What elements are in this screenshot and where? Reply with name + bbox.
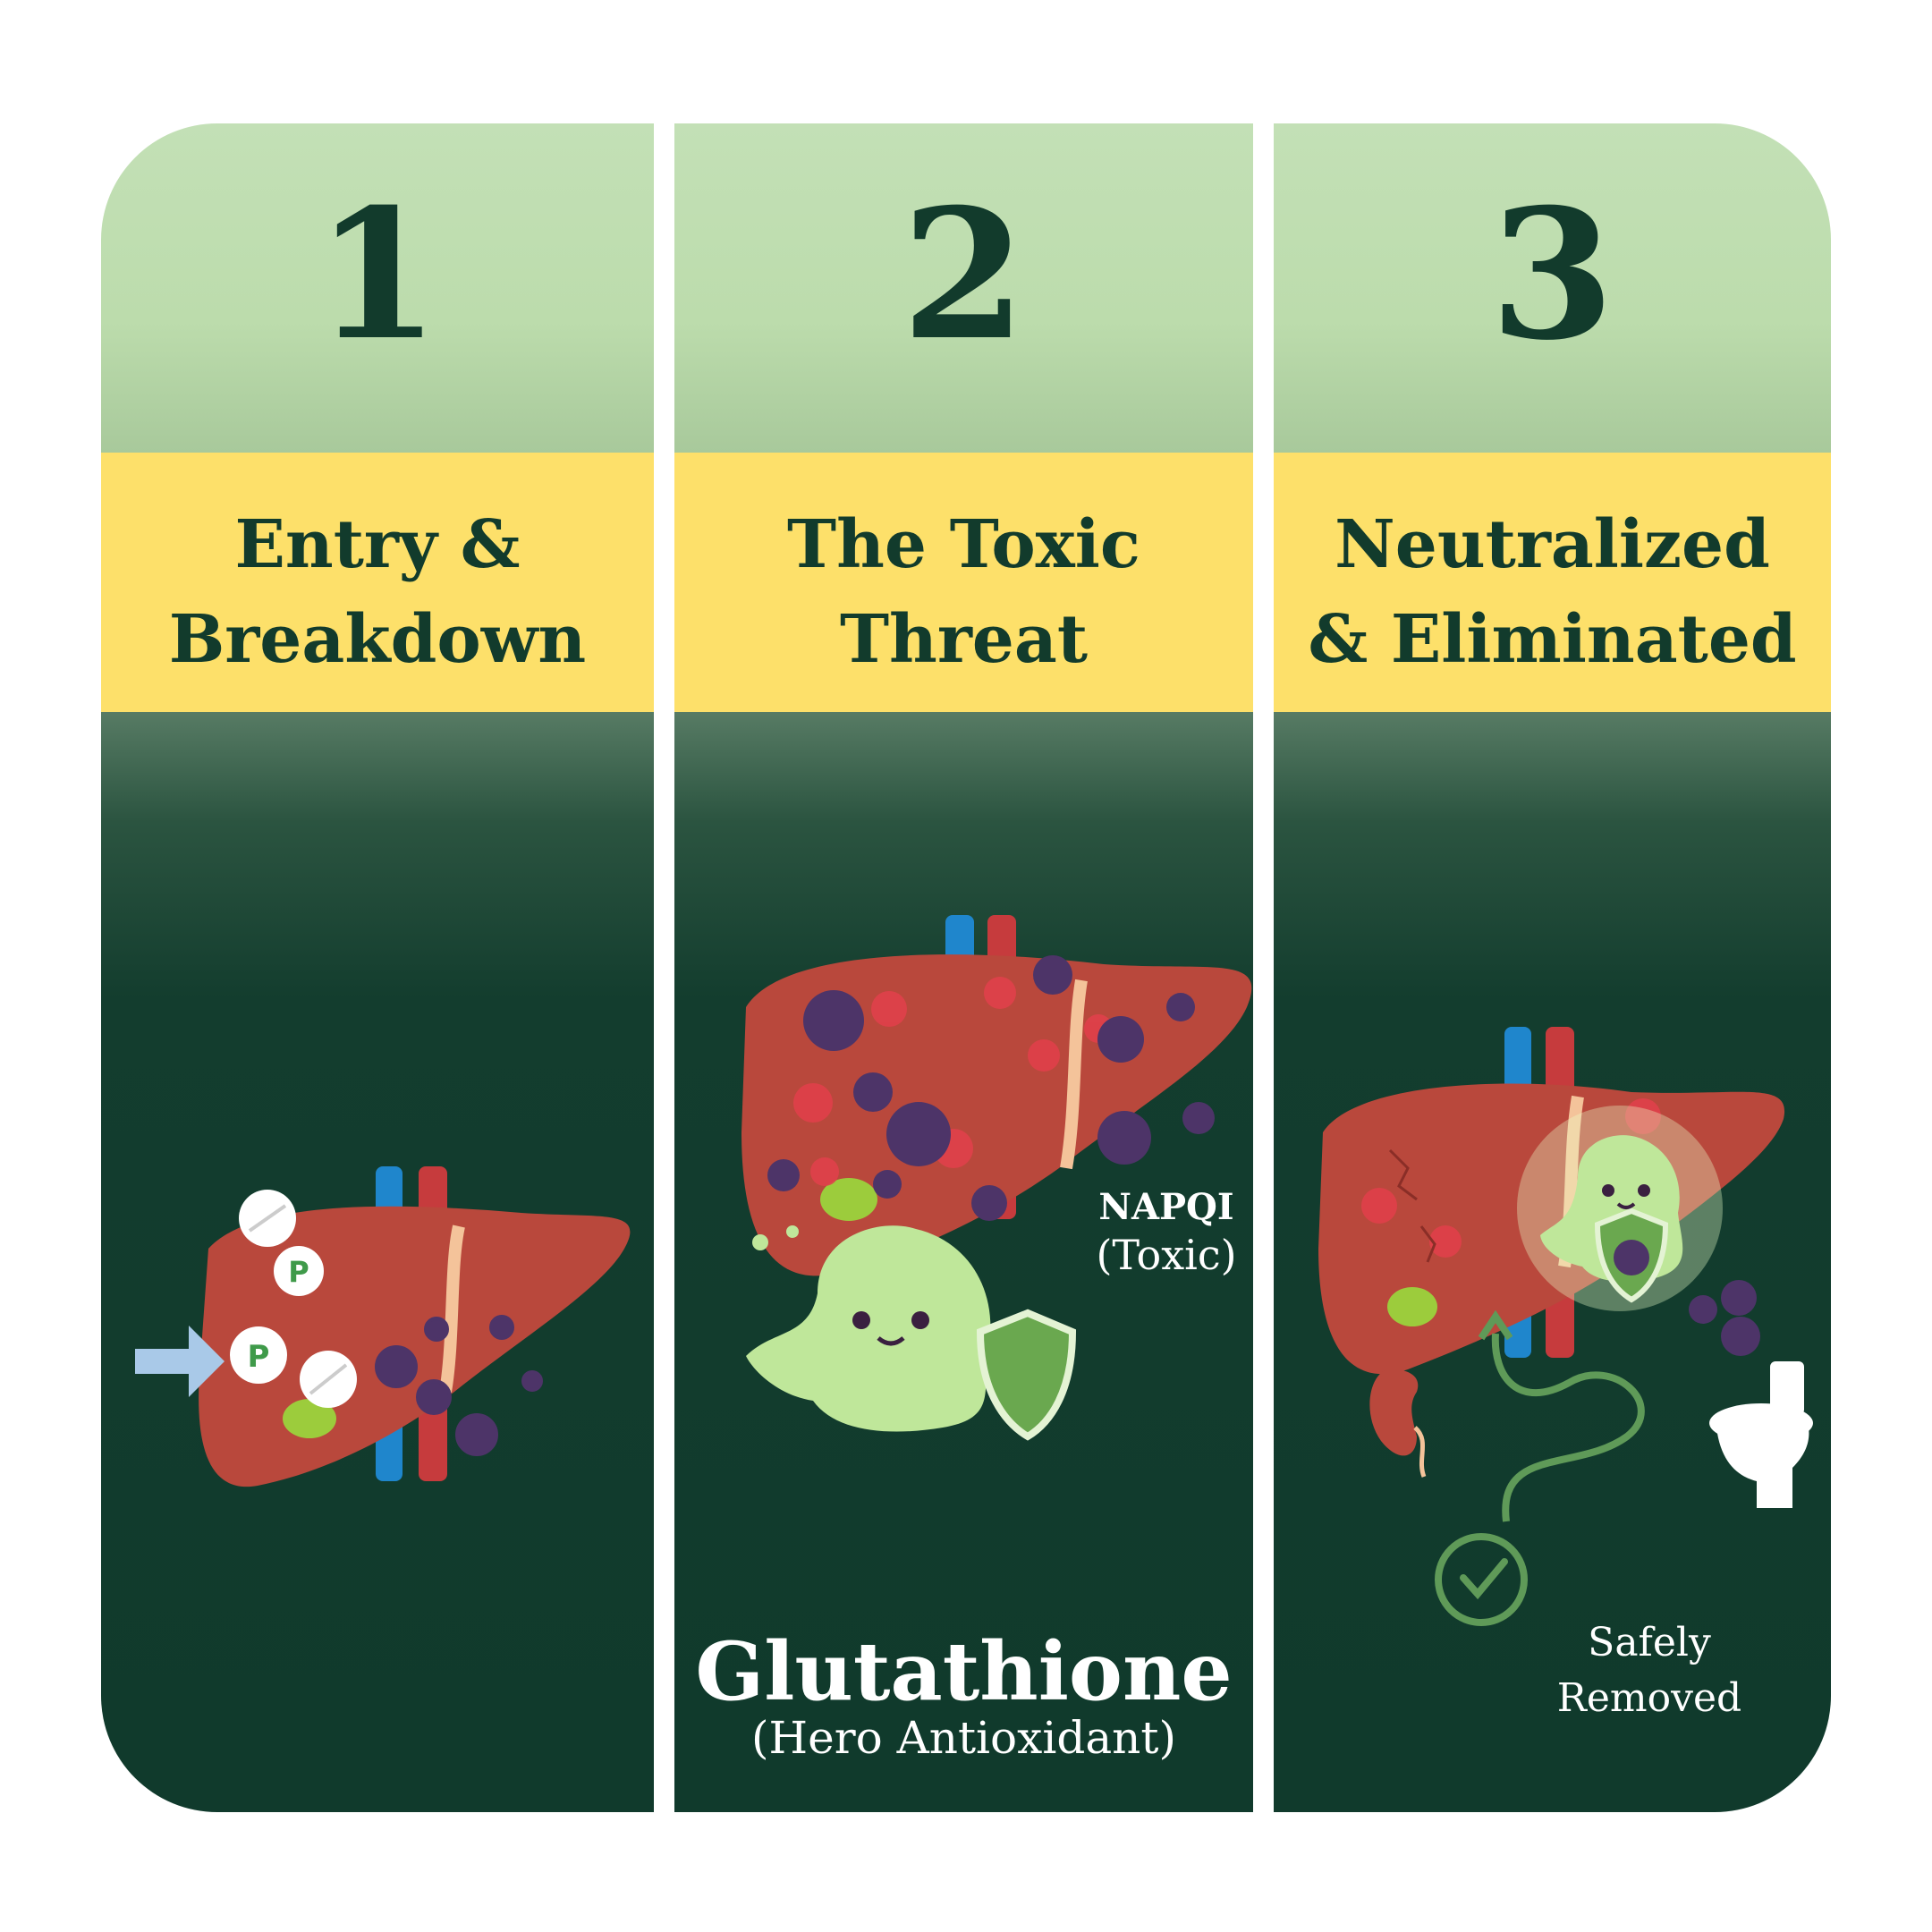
step-1-panel: 1 Entry & Breakdown xyxy=(101,123,654,1812)
napqi-label: NAPQI xyxy=(1098,1186,1234,1228)
virus-icon xyxy=(1166,993,1195,1021)
step-2-title: The Toxic Threat xyxy=(674,497,1253,687)
blood-cell-icon xyxy=(1625,1098,1661,1134)
virus-icon xyxy=(1182,1102,1215,1134)
step-1-title-line1: Entry & xyxy=(234,506,521,583)
virus-icon xyxy=(1033,955,1072,995)
step-1-title: Entry & Breakdown xyxy=(101,497,654,687)
virus-icon xyxy=(971,1185,1007,1221)
virus-icon xyxy=(767,1159,800,1191)
step-3-number-band: 3 xyxy=(1274,123,1831,453)
step-3-title-band: Neutralized & Eliminated xyxy=(1274,453,1831,712)
step-3-title: Neutralized & Eliminated xyxy=(1274,497,1831,687)
step-2-title-band: The Toxic Threat xyxy=(674,453,1253,712)
step-1-illustration: P P xyxy=(135,1166,631,1487)
step-3-title-line1: Neutralized xyxy=(1335,506,1770,583)
step-1-title-band: Entry & Breakdown xyxy=(101,453,654,712)
step-2-number-band: 2 xyxy=(674,123,1253,453)
virus-icon xyxy=(489,1315,514,1340)
step-2-illustration xyxy=(741,915,1252,1441)
safely-removed-label: Safely Removed xyxy=(1506,1615,1792,1726)
blood-cell-icon xyxy=(871,991,907,1027)
shield-icon xyxy=(976,1309,1077,1441)
virus-icon xyxy=(1721,1317,1760,1356)
blood-cell-icon xyxy=(793,1083,833,1123)
virus-icon xyxy=(873,1170,902,1199)
virus-icon xyxy=(416,1379,452,1415)
step-2-illustration-area: NAPQI (Toxic) Glutathione (Hero Antioxid… xyxy=(674,712,1253,1812)
step-3-illustration-area: Safely Removed xyxy=(1274,712,1831,1812)
virus-icon xyxy=(803,990,864,1051)
gallbladder-icon xyxy=(820,1178,877,1221)
toilet-icon xyxy=(1709,1361,1813,1508)
step-2-number: 2 xyxy=(901,170,1027,380)
step-1-illustration-area: P P xyxy=(101,712,654,1812)
virus-icon xyxy=(424,1317,449,1342)
virus-icon xyxy=(853,1072,893,1112)
glutathione-hero-icon xyxy=(746,1225,991,1432)
safely-removed-line1: Safely xyxy=(1588,1620,1711,1665)
crack-icon xyxy=(1388,1148,1418,1201)
virus-icon xyxy=(375,1345,418,1388)
step-1-title-line2: Breakdown xyxy=(168,601,587,678)
virus-icon xyxy=(455,1413,498,1456)
pill-letter: P xyxy=(288,1255,309,1289)
virus-icon xyxy=(1614,1240,1649,1275)
pill-icon: P xyxy=(230,1326,287,1384)
pill-icon: P xyxy=(274,1246,324,1296)
step-3-number: 3 xyxy=(1489,170,1615,380)
pill-icon xyxy=(239,1190,296,1247)
safely-removed-line2: Removed xyxy=(1556,1675,1742,1721)
step-2-title-line2: Threat xyxy=(839,601,1089,678)
virus-icon xyxy=(521,1370,543,1392)
crack-icon xyxy=(1419,1225,1436,1263)
step-2-title-line1: The Toxic xyxy=(787,506,1140,583)
step-2-panel: 2 The Toxic Threat xyxy=(674,123,1253,1812)
step-3-illustration xyxy=(1318,1027,1813,1626)
pill-letter: P xyxy=(248,1339,270,1375)
blood-cell-icon xyxy=(1361,1188,1397,1224)
virus-icon xyxy=(1689,1295,1717,1324)
kidney-icon xyxy=(1369,1368,1419,1456)
blood-cell-icon xyxy=(984,977,1016,1009)
step-3-title-line2: & Eliminated xyxy=(1308,601,1797,678)
virus-icon xyxy=(886,1102,951,1166)
step-3-panel: 3 Neutralized & Eliminated xyxy=(1274,123,1831,1812)
entry-arrow-icon xyxy=(135,1326,225,1397)
napqi-sublabel: (Toxic) xyxy=(1096,1231,1237,1279)
blood-cell-icon xyxy=(1028,1039,1060,1072)
virus-icon xyxy=(1097,1016,1144,1063)
step-1-number: 1 xyxy=(315,170,440,380)
blood-cell-icon xyxy=(1429,1225,1462,1258)
elimination-path-arrow xyxy=(1491,1333,1645,1522)
glutathione-label: Glutathione xyxy=(695,1624,1233,1719)
gallbladder-icon xyxy=(1387,1287,1437,1326)
gallbladder-icon xyxy=(283,1399,336,1438)
step-1-number-band: 1 xyxy=(101,123,654,453)
infographic-board: 1 Entry & Breakdown xyxy=(101,123,1831,1812)
virus-icon xyxy=(1097,1111,1151,1165)
blood-cell-icon xyxy=(810,1157,839,1186)
glutathione-sublabel: (Hero Antioxidant) xyxy=(751,1712,1176,1764)
check-circle-icon xyxy=(1435,1533,1528,1626)
pill-icon xyxy=(300,1351,357,1408)
virus-icon xyxy=(1721,1280,1757,1316)
